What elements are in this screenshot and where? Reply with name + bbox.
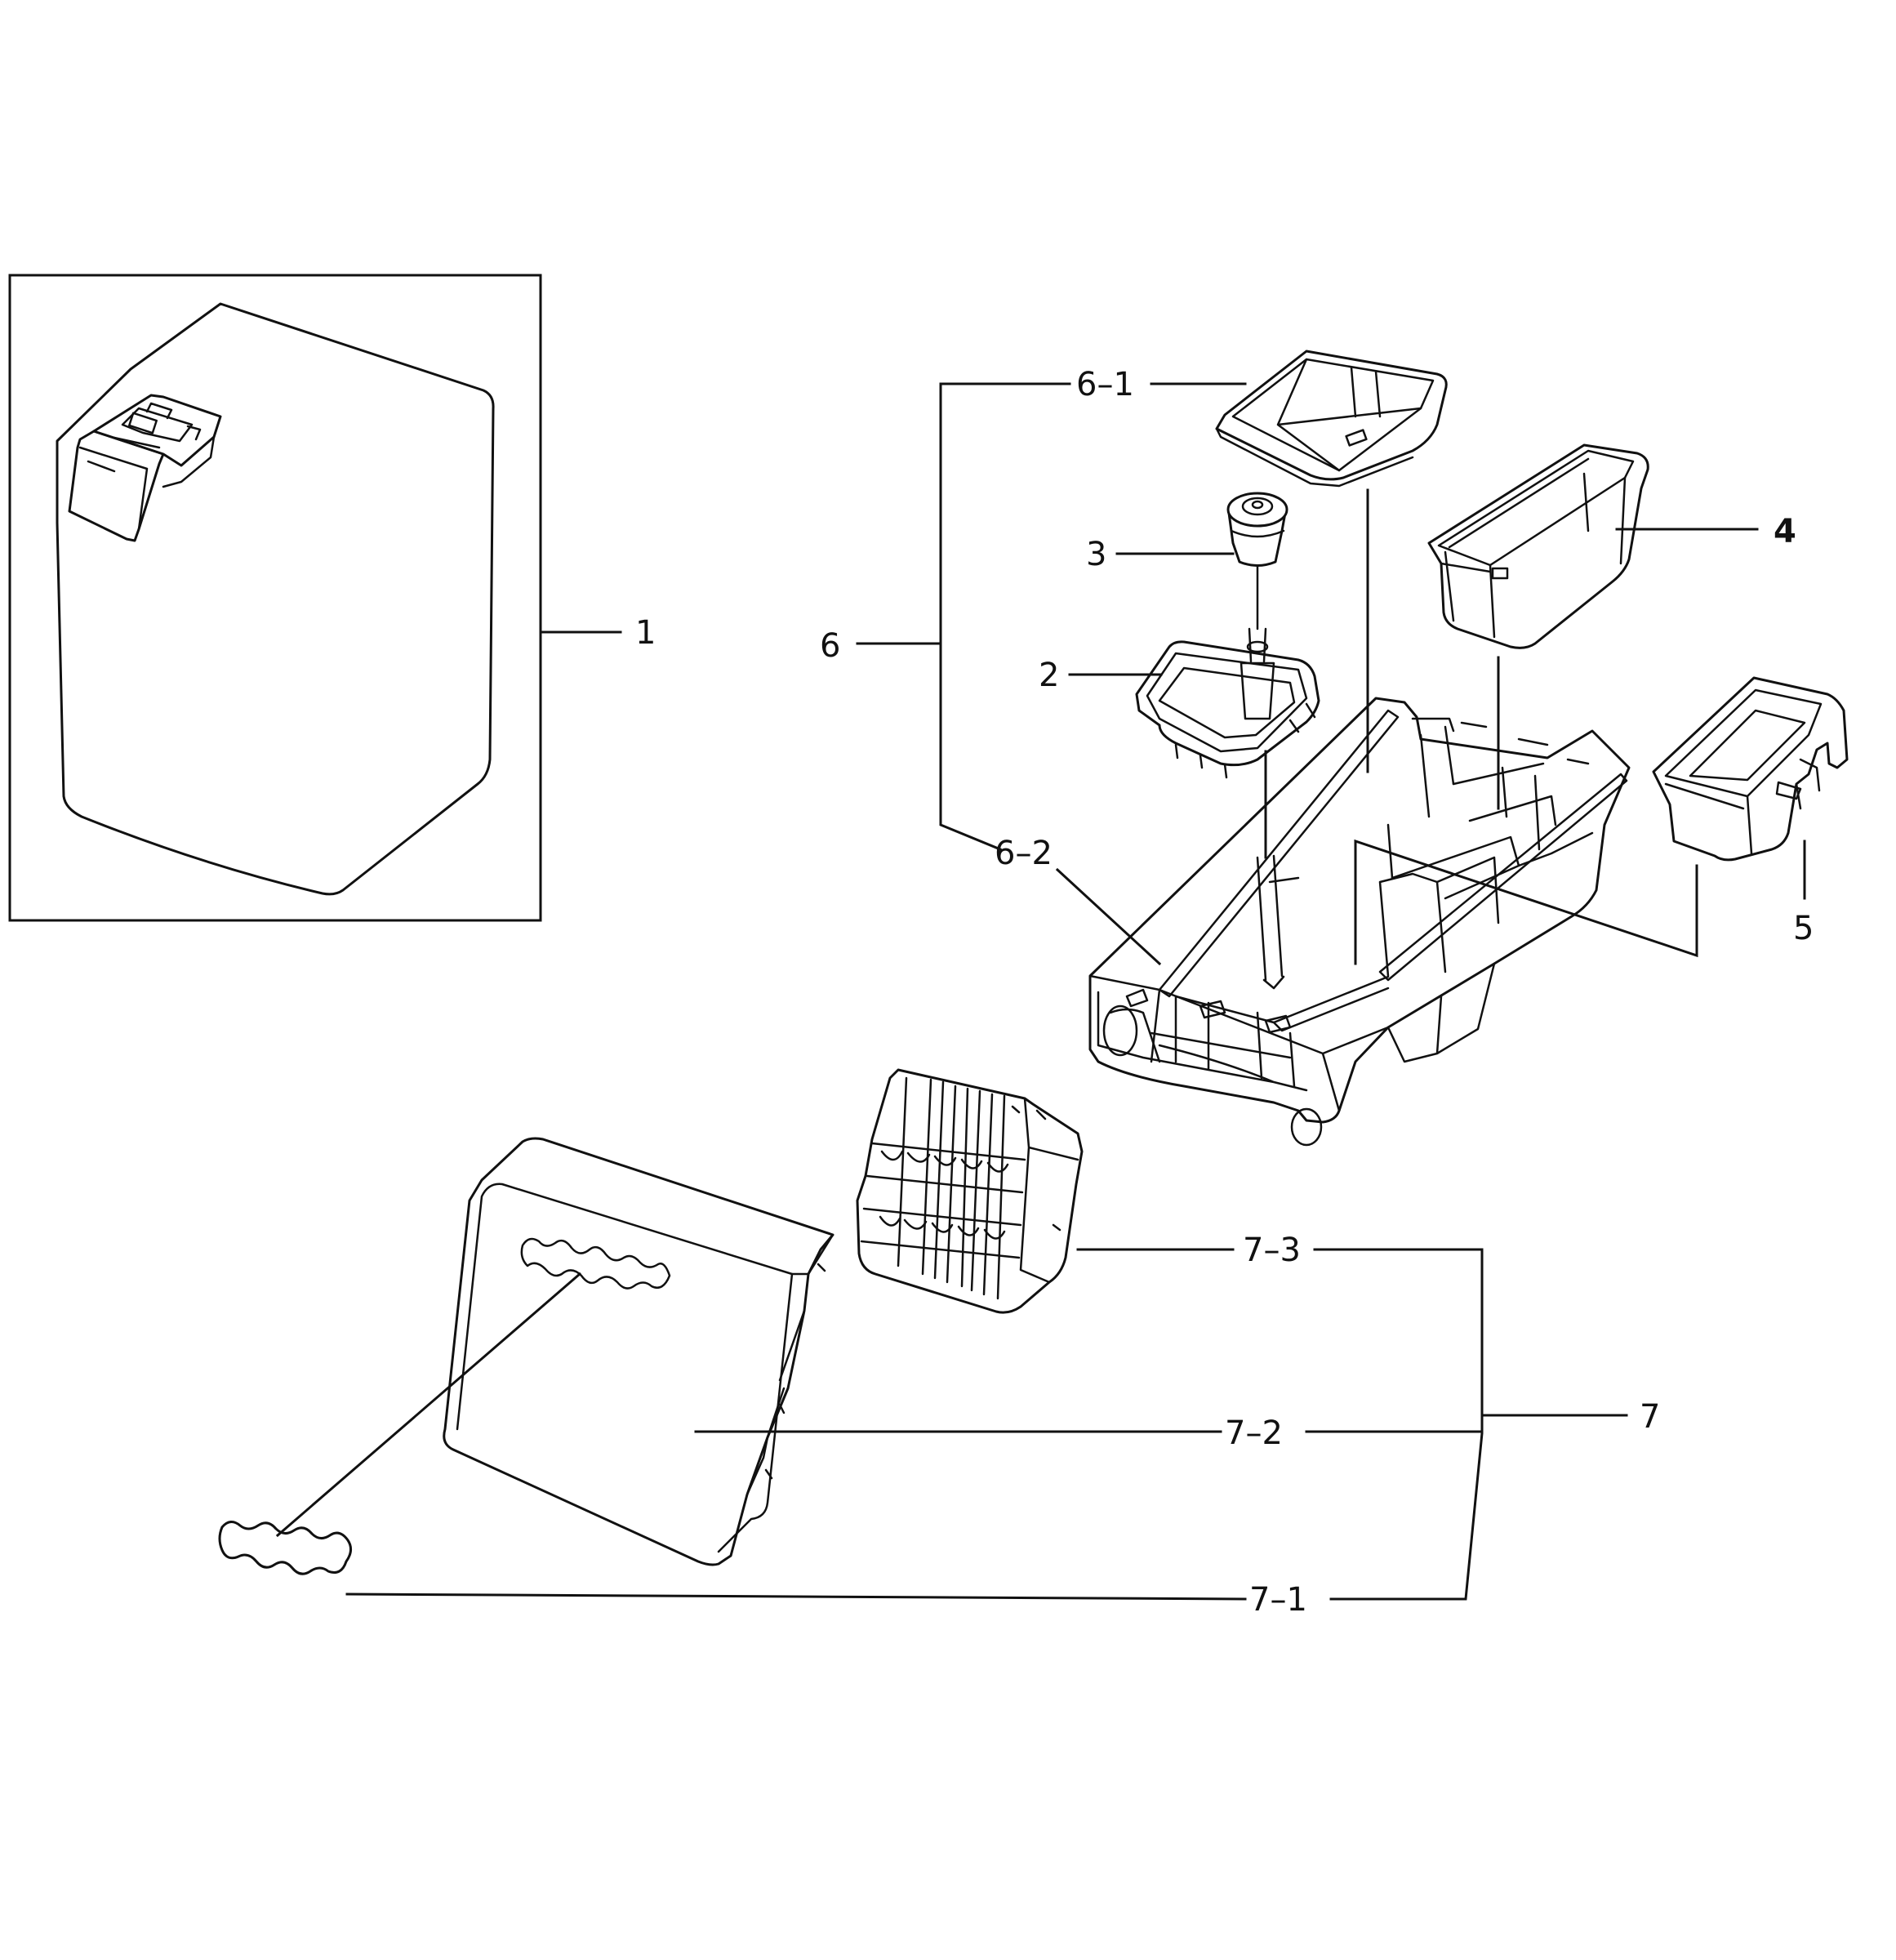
cup-2-inner-rim bbox=[1146, 652, 1308, 753]
housing-6-2-front-face bbox=[1088, 974, 1390, 1112]
tray-4-tab bbox=[1491, 567, 1509, 580]
callout-labels: 1 6 6–1 6–2 3 2 4 5 7 7–3 7–2 7–1 bbox=[635, 366, 1814, 1619]
insert-5-clip bbox=[1775, 781, 1802, 800]
grille-7-3-ribs-horizontal bbox=[860, 1142, 1026, 1259]
housing-6-2-left-inlet bbox=[1102, 1004, 1138, 1057]
grille-7-3-outline bbox=[856, 1068, 1084, 1314]
front-7-2-side bbox=[745, 1233, 835, 1496]
insert-5-inner bbox=[1664, 688, 1823, 798]
callout-7-1: 7–1 bbox=[1249, 1581, 1307, 1619]
tray-6-1-rim bbox=[1215, 427, 1414, 488]
badge-7-1-outline bbox=[218, 1521, 352, 1575]
insert-5-inner-floor bbox=[1689, 709, 1806, 782]
callout-3: 3 bbox=[1086, 536, 1106, 573]
leader-lines bbox=[275, 382, 1806, 1601]
part-6-2-housing bbox=[1088, 697, 1631, 1147]
housing-6-2-outline bbox=[1088, 697, 1631, 1124]
part-3-siphon-cap bbox=[1226, 492, 1288, 630]
grille-7-3-side-panel bbox=[1019, 1097, 1079, 1284]
housing-6-2-divider-walls bbox=[1378, 725, 1541, 978]
inset-drawer-interior bbox=[92, 394, 222, 467]
front-7-2-outline bbox=[443, 1137, 835, 1566]
tray-4-outline bbox=[1427, 443, 1649, 649]
leader-7-1 bbox=[345, 1592, 1247, 1601]
tray-4-inner bbox=[1448, 457, 1627, 639]
cup-2-post-top bbox=[1246, 640, 1269, 653]
cap-3-top-hub bbox=[1251, 500, 1264, 510]
inset-drawer-compartment bbox=[128, 412, 158, 434]
callout-7-2: 7–2 bbox=[1225, 1414, 1283, 1452]
bracket-7 bbox=[1313, 1248, 1484, 1601]
grille-7-3-cells bbox=[879, 1150, 1009, 1240]
leader-6-2 bbox=[1055, 867, 1162, 966]
tray-6-1-inner-walls bbox=[1276, 358, 1422, 472]
cup-2-siphon-post bbox=[1240, 627, 1275, 720]
tray-6-1-tab bbox=[1345, 429, 1368, 447]
callout-7: 7 bbox=[1640, 1398, 1660, 1436]
cup-2-feet bbox=[1174, 702, 1316, 779]
cup-2-inner-floor bbox=[1158, 666, 1296, 739]
inset-frame bbox=[8, 274, 542, 922]
housing-6-2-back-tabs bbox=[1411, 717, 1590, 765]
inset-drawer-interior-detail bbox=[113, 402, 202, 449]
inset-drawer-handle bbox=[87, 460, 116, 473]
inset-appliance-view bbox=[8, 274, 542, 922]
cap-3-body bbox=[1227, 511, 1287, 567]
callout-6-2: 6–2 bbox=[995, 835, 1053, 872]
part-2-detergent-cup bbox=[1135, 627, 1320, 779]
front-7-2-side-notches bbox=[764, 1263, 826, 1480]
housing-6-2-left-rail bbox=[1158, 709, 1400, 998]
tray-6-1-outline bbox=[1215, 350, 1448, 481]
housing-6-2-clips bbox=[1125, 988, 1292, 1034]
callout-6: 6 bbox=[820, 627, 840, 665]
callout-6-1: 6–1 bbox=[1076, 366, 1134, 403]
cap-3-top-inner bbox=[1241, 497, 1274, 516]
tray-4-top-rim bbox=[1437, 449, 1635, 567]
callout-5: 5 bbox=[1793, 910, 1814, 947]
housing-6-2-back-lower bbox=[1386, 962, 1496, 1063]
part-5-insert bbox=[1652, 676, 1849, 862]
grille-7-3-bosses bbox=[1011, 1105, 1061, 1232]
callout-1: 1 bbox=[635, 614, 656, 652]
insert-5-outline bbox=[1652, 676, 1849, 862]
part-4-tray bbox=[1427, 443, 1649, 649]
install-line-5 bbox=[1354, 839, 1698, 965]
housing-6-2-detergent-tube bbox=[1256, 854, 1300, 990]
tray-4-front bbox=[1440, 550, 1492, 622]
part-7-1-badge bbox=[218, 1521, 352, 1575]
tray-6-1-inner bbox=[1231, 358, 1435, 472]
bracket-6 bbox=[939, 382, 1071, 851]
appliance-body bbox=[56, 302, 495, 896]
inset-drawer-side bbox=[162, 435, 216, 488]
cap-3-top bbox=[1226, 492, 1288, 528]
callout-4: 4 bbox=[1774, 513, 1796, 550]
part-6-1-tray bbox=[1215, 350, 1448, 488]
housing-6-2-right-inlet bbox=[1290, 1107, 1323, 1147]
front-7-2-handle-recess bbox=[520, 1237, 671, 1290]
leader-7-1-to-front bbox=[275, 1272, 582, 1538]
part-7-3-grille bbox=[856, 1068, 1084, 1314]
callout-7-3: 7–3 bbox=[1243, 1232, 1301, 1269]
part-7-2-drawer-front bbox=[443, 1137, 835, 1566]
cap-3-collar bbox=[1230, 529, 1285, 538]
callout-2: 2 bbox=[1039, 657, 1059, 694]
inset-drawer-front-face bbox=[78, 446, 149, 531]
